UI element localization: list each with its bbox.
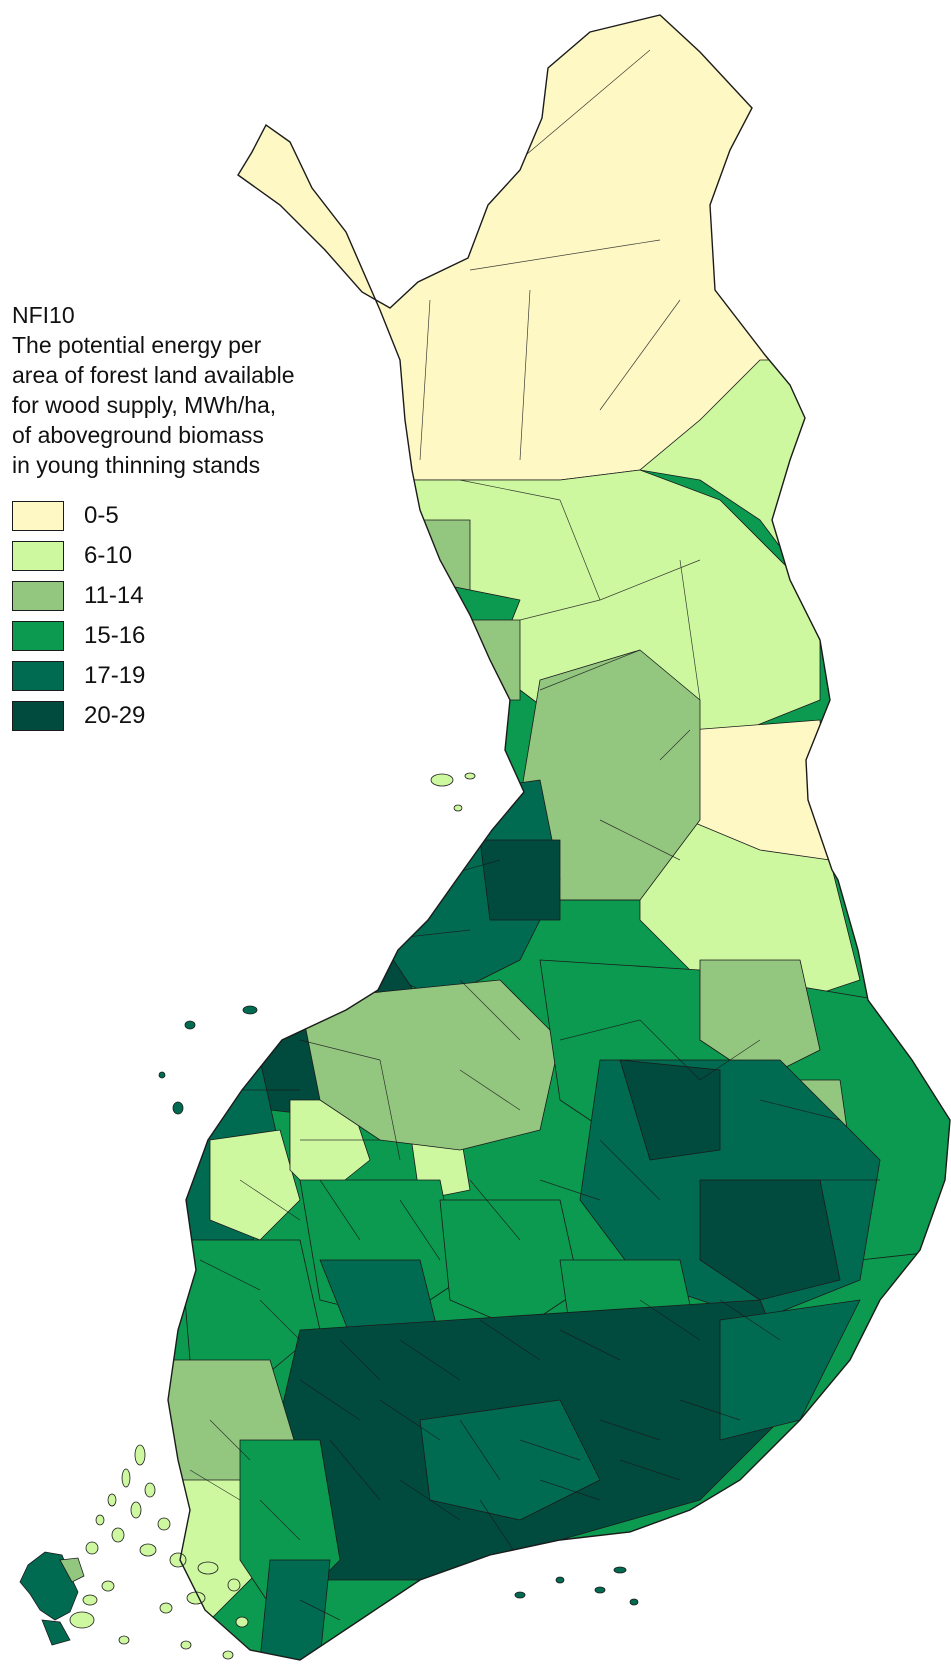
island: [159, 1602, 173, 1614]
islands: [69, 772, 639, 1660]
region-kainuu: [639, 799, 861, 1001]
border-lines: [189, 49, 880, 1621]
island: [95, 1514, 105, 1526]
legend-item: 20-29: [12, 696, 342, 736]
region-central-finland: [299, 979, 561, 1151]
legend-label: 0-5: [84, 502, 119, 529]
island: [134, 1444, 146, 1466]
island: [144, 1482, 156, 1498]
legend-title-line: in young thinning stands: [12, 452, 261, 478]
region-north-karelia-light: [699, 959, 821, 1081]
island: [613, 1566, 627, 1574]
island: [158, 1071, 166, 1079]
region-north-savo-dark: [479, 839, 561, 921]
island: [118, 1635, 130, 1645]
aland-islands: [19, 1551, 98, 1646]
legend-item: 15-16: [12, 616, 342, 656]
legend-label: 11-14: [84, 582, 144, 609]
region-coast-dark: [389, 589, 441, 661]
legend-title-line: NFI10: [12, 302, 75, 328]
region-ostrobothnia-coast: [379, 519, 471, 631]
island: [197, 1561, 219, 1575]
legend-swatch: [12, 541, 64, 571]
island: [139, 1543, 157, 1557]
island: [453, 804, 463, 812]
island: [242, 1005, 258, 1015]
region-uusimaa-green: [419, 1399, 601, 1521]
legend-label: 17-19: [84, 662, 146, 689]
island: [555, 1576, 565, 1584]
island: [464, 772, 476, 780]
island: [169, 1552, 187, 1568]
island: [430, 773, 454, 787]
region-paijat-hame: [439, 1199, 581, 1331]
island: [85, 1541, 99, 1555]
legend-item: 11-14: [12, 576, 342, 616]
island: [101, 1580, 115, 1592]
island: [130, 1501, 142, 1519]
island: [594, 1586, 606, 1594]
aland-south-island: [41, 1619, 71, 1646]
legend-title-line: for wood supply, MWh/ha,: [12, 392, 277, 418]
legend-title-line: The potential energy per: [12, 332, 262, 358]
region-satakunta: [179, 1239, 321, 1381]
island: [180, 1640, 192, 1650]
island: [121, 1468, 131, 1488]
island: [514, 1591, 526, 1599]
legend-title: NFI10 The potential energy per area of f…: [12, 300, 342, 480]
legend-swatch: [12, 621, 64, 651]
legend-label: 20-29: [84, 702, 146, 729]
legend-item: 0-5: [12, 496, 342, 536]
island: [235, 1616, 249, 1628]
island: [69, 1611, 95, 1629]
municipality-borders: [189, 49, 880, 1621]
legend-item: 17-19: [12, 656, 342, 696]
island: [157, 1517, 171, 1531]
legend-swatch: [12, 661, 64, 691]
region-savo-east: [699, 1179, 841, 1301]
legend-item: 6-10: [12, 536, 342, 576]
legend-title-line: of aboveground biomass: [12, 422, 264, 448]
island: [172, 1101, 184, 1115]
aland-main-island: [19, 1551, 79, 1621]
island: [184, 1020, 196, 1030]
legend-label: 6-10: [84, 542, 133, 569]
island: [111, 1527, 125, 1543]
legend-list: 0-5 6-10 11-14 15-16 17-19 20-29: [12, 496, 342, 736]
region-hanko: [259, 1559, 331, 1660]
legend-swatch: [12, 701, 64, 731]
aland-east-island: [59, 1557, 85, 1583]
legend-swatch: [12, 581, 64, 611]
legend-swatch: [12, 501, 64, 531]
island: [186, 1591, 206, 1605]
legend-title-line: area of forest land available: [12, 362, 295, 388]
legend-label: 15-16: [84, 622, 146, 649]
island: [82, 1594, 98, 1606]
island: [629, 1598, 639, 1606]
region-light-pocket-1: [209, 1129, 301, 1241]
island: [227, 1578, 241, 1592]
island: [107, 1493, 117, 1507]
island: [222, 1650, 234, 1660]
legend: NFI10 The potential energy per area of f…: [12, 300, 342, 736]
